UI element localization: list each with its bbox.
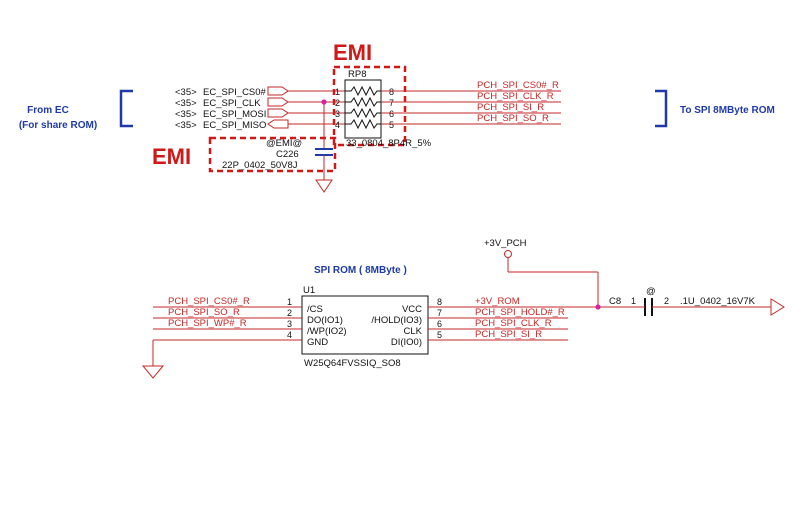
rp8-pin-6: 6 <box>389 109 394 119</box>
c226-tag: @EMI@ <box>266 138 302 149</box>
emi-label-c226: EMI <box>152 144 191 169</box>
u1-pin-num-6: 6 <box>437 319 442 329</box>
to-spi-bracket <box>655 89 668 128</box>
u1-body <box>301 295 429 355</box>
emi-box-rp8 <box>332 65 407 147</box>
from-ec-bracket <box>119 89 133 128</box>
ec-net-name-1: EC_SPI_CS0# <box>203 87 267 98</box>
ec-wires <box>288 90 345 148</box>
u1-left-net-2: PCH_SPI_SO_R <box>168 307 240 318</box>
rp8-pin-4: 4 <box>335 120 340 130</box>
rp8-pin-2: 2 <box>335 98 340 108</box>
emi-label-rp8: EMI <box>333 40 372 65</box>
to-spi-label: To SPI 8MByte ROM <box>680 105 775 116</box>
u1-pin-num-4: 4 <box>287 330 292 340</box>
rp8-pin-7: 7 <box>389 98 394 108</box>
c226-ref: C226 <box>276 149 299 160</box>
u1-pin-num-2: 2 <box>287 308 292 318</box>
u1-pin-num-8: 8 <box>437 297 442 307</box>
u1-right-net-2: PCH_SPI_HOLD#_R <box>475 307 565 318</box>
ec-net-ref-1: <35> <box>175 87 197 98</box>
c226-plates <box>315 148 333 156</box>
pch-net-4: PCH_SPI_SO_R <box>477 113 549 124</box>
junction-clk <box>321 99 327 105</box>
c226-ground <box>315 155 333 193</box>
pch-net-1: PCH_SPI_CS0#_R <box>477 80 559 91</box>
u1-left-net-1: PCH_SPI_CS0#_R <box>168 296 250 307</box>
rp8-body <box>344 79 382 139</box>
pch-net-2: PCH_SPI_CLK_R <box>477 91 554 102</box>
c8-tag: @ <box>646 286 656 297</box>
rp8-pin-8: 8 <box>389 87 394 97</box>
u1-pin-name-7: /HOLD(IO3) <box>371 315 422 326</box>
from-ec-label: From EC <box>27 105 69 116</box>
ec-net-list: <35> EC_SPI_CS0# <35> EC_SPI_CLK <35> EC… <box>175 87 267 131</box>
spi-rom-title: SPI ROM ( 8MByte ) <box>314 265 407 276</box>
c8-value: .1U_0402_16V7K <box>680 296 756 307</box>
pch-wires <box>381 90 561 125</box>
rp8-pin-3: 3 <box>335 109 340 119</box>
c8-plates <box>644 298 653 316</box>
ec-net-name-3: EC_SPI_MOSI <box>203 109 266 120</box>
u1-pin-name-4: GND <box>307 337 328 348</box>
u1-pin-name-6: CLK <box>404 326 423 337</box>
u1-left-wires <box>141 306 302 379</box>
rp8-pin-5: 5 <box>389 120 394 130</box>
u1-pin-num-1: 1 <box>287 297 292 307</box>
emi-box-c226 <box>208 136 337 173</box>
ec-net-ref-4: <35> <box>175 120 197 131</box>
rp8-ref: RP8 <box>348 69 366 80</box>
u1-pin-name-8: VCC <box>402 304 422 315</box>
rp8-resistors <box>345 85 381 130</box>
ec-net-name-2: EC_SPI_CLK <box>203 98 261 109</box>
u1-part: W25Q64FVSSIQ_SO8 <box>304 358 401 369</box>
u1-right-net-3: PCH_SPI_CLK_R <box>475 318 552 329</box>
c8-ref: C8 <box>609 296 621 307</box>
rp8-value: 33_0804_8P4R_5% <box>346 138 432 149</box>
ec-port-arrows <box>267 86 289 129</box>
pch-net-3: PCH_SPI_SI_R <box>477 102 544 113</box>
u1-pin-num-7: 7 <box>437 308 442 318</box>
u1-pin-name-2: DO(IO1) <box>307 315 343 326</box>
power-pch-label: +3V_PCH <box>484 238 527 249</box>
u1-left-net-3: PCH_SPI_WP#_R <box>168 318 247 329</box>
ec-net-ref-3: <35> <box>175 109 197 120</box>
c8-pin-2: 2 <box>664 296 669 306</box>
u1-pin-num-3: 3 <box>287 319 292 329</box>
from-ec-sublabel: (For share ROM) <box>19 120 97 131</box>
power-pch-symbol <box>504 250 512 258</box>
ec-net-name-4: EC_SPI_MISO <box>203 120 266 131</box>
rp8-pin-1: 1 <box>335 87 340 97</box>
u1-right-wires <box>428 258 785 341</box>
ec-net-ref-2: <35> <box>175 98 197 109</box>
u1-right-net-1: +3V_ROM <box>475 296 520 307</box>
junction-3v-rom <box>595 304 601 310</box>
u1-pin-name-3: /WP(IO2) <box>307 326 347 337</box>
c226-value: 22P_0402_50V8J <box>222 160 298 171</box>
u1-right-net-4: PCH_SPI_SI_R <box>475 329 542 340</box>
u1-pin-name-1: /CS <box>307 304 323 315</box>
c8-pin-1: 1 <box>631 296 636 306</box>
u1-pin-num-5: 5 <box>437 330 442 340</box>
u1-pin-name-5: DI(IO0) <box>391 337 422 348</box>
u1-ref: U1 <box>303 285 315 296</box>
